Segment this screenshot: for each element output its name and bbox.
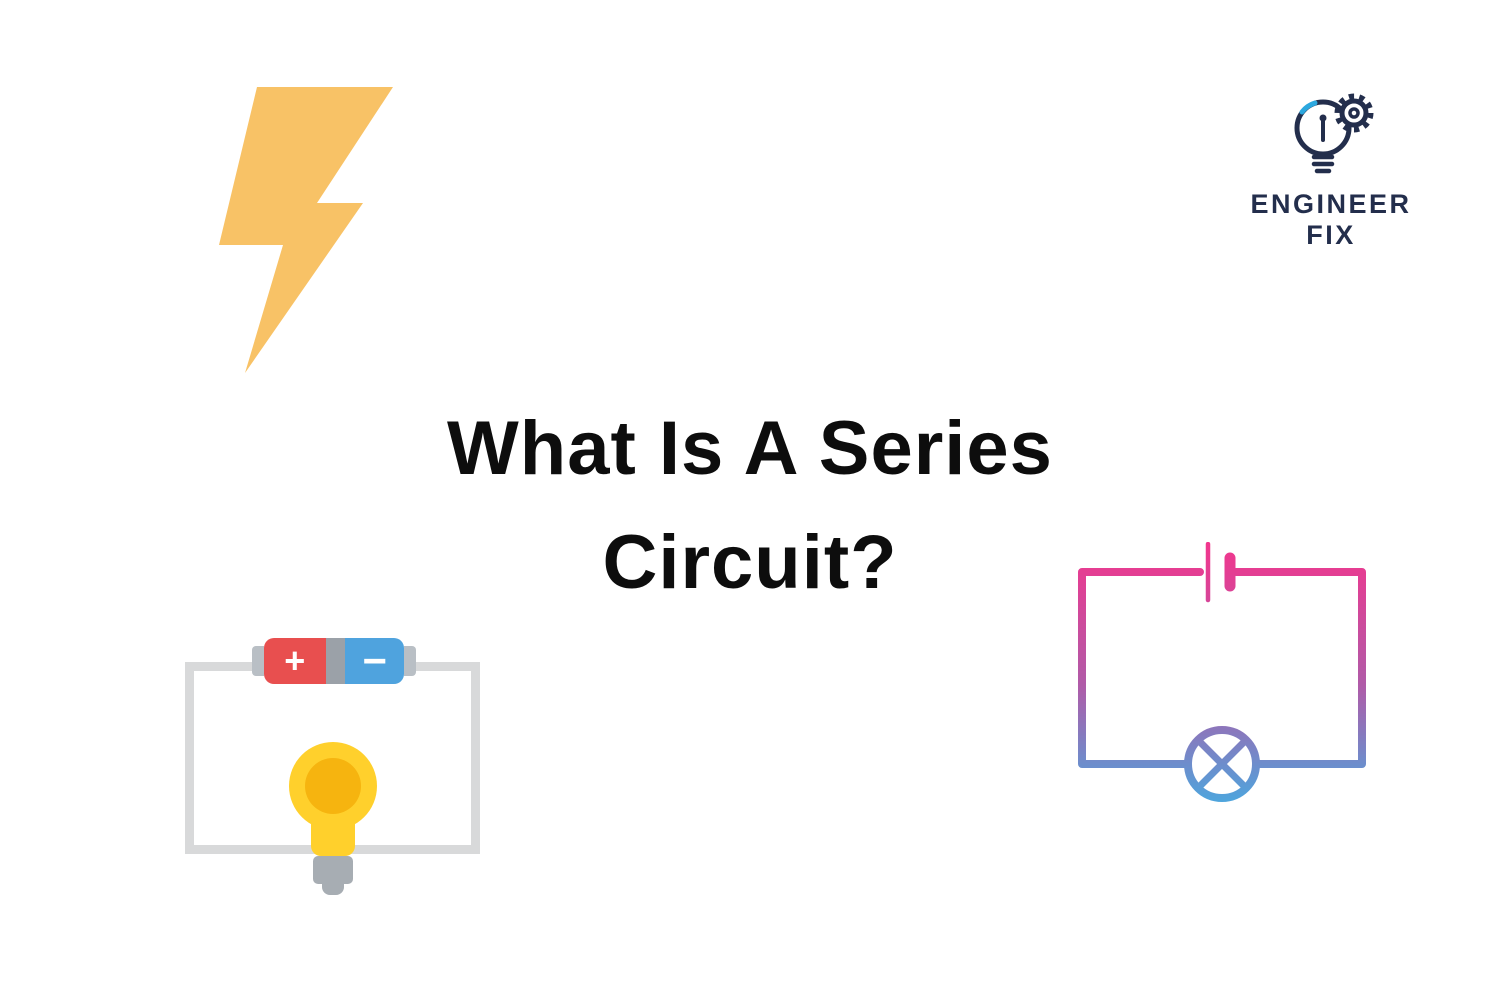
bulb-outline bbox=[1294, 99, 1352, 157]
logo-wordmark: ENGINEER FIX bbox=[1250, 189, 1411, 251]
lightbulb-gear-icon bbox=[1294, 93, 1374, 174]
battery-negative-terminal: − bbox=[345, 638, 404, 684]
lamp-symbol-cross-2 bbox=[1194, 736, 1250, 792]
bulb-teal-accent bbox=[1299, 100, 1318, 115]
lightning-bolt-shape bbox=[219, 87, 393, 373]
title-line-2: Circuit? bbox=[602, 520, 898, 605]
diagram-wire-loop bbox=[1078, 568, 1366, 768]
series-circuit-diagram bbox=[1078, 542, 1366, 802]
battery-icon: + − bbox=[252, 638, 416, 684]
bulb-inner-circle bbox=[305, 758, 361, 814]
battery-plus-label: + bbox=[284, 640, 306, 681]
bulb-tip bbox=[322, 884, 344, 895]
light-bulb-icon bbox=[289, 742, 377, 830]
page-title: What Is A Series Circuit? bbox=[0, 392, 1500, 620]
bulb-base-lines bbox=[1311, 154, 1335, 174]
lightning-bolt-icon bbox=[219, 87, 393, 373]
gear-teeth bbox=[1334, 93, 1374, 133]
battery-minus-label: − bbox=[362, 638, 387, 684]
battery-positive-terminal: + bbox=[264, 638, 326, 684]
gear-ring bbox=[1339, 98, 1369, 128]
logo-text-line2: FIX bbox=[1306, 220, 1356, 250]
battery-cap-right bbox=[404, 646, 416, 676]
battery-middle-band bbox=[325, 638, 346, 684]
logo-text-line1: ENGINEER bbox=[1250, 189, 1412, 219]
battery-body: + − bbox=[264, 638, 404, 684]
title-line-1: What Is A Series bbox=[447, 406, 1053, 491]
gear-hole bbox=[1348, 107, 1360, 119]
bulb-socket bbox=[313, 856, 353, 884]
battery-bulb-circuit-illustration: + − bbox=[180, 630, 490, 898]
battery-cap-left bbox=[252, 646, 264, 676]
engineer-fix-logo: ENGINEER FIX bbox=[1235, 84, 1427, 251]
